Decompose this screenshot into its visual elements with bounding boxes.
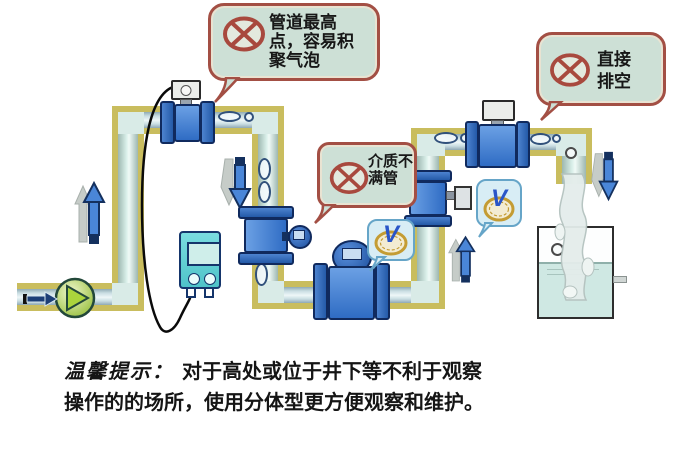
callout-direct-discharge: 直接 排空 (536, 32, 666, 106)
check-wreath-icon (374, 230, 408, 256)
converter-foot (186, 287, 196, 298)
flowmeter3-flange-left (313, 263, 328, 320)
flowmeter2-flange-bottom (238, 252, 294, 265)
flowmeter5-body (478, 124, 517, 168)
flange-bolt (434, 132, 458, 144)
callout-tail (314, 204, 337, 224)
callout-tail (369, 256, 388, 272)
callout-ok-vertical: V (476, 179, 522, 227)
flowmeter3-body (328, 266, 375, 320)
caption-line-2: 操作的的场所，使用分体型更方便观察和维护。 (64, 390, 484, 414)
elbow-bolt (565, 147, 577, 159)
flange-bolt (258, 158, 271, 180)
check-wreath-icon (483, 196, 515, 222)
callout-text: 直接 排空 (597, 49, 657, 93)
up-flow-arrow-icon (447, 235, 477, 287)
callout-tail (214, 77, 241, 103)
converter-screen (187, 242, 221, 266)
flowmeter4-transmitter-box (454, 186, 472, 210)
flowmeter1-flange-left (160, 101, 175, 144)
callout-line: 聚气泡 (269, 51, 320, 70)
callout-highest-point: 管道最高 点，容易积 聚气泡 (208, 3, 380, 81)
flange-bolt (258, 181, 271, 203)
pipe-corner-top-mid (252, 106, 284, 134)
pipe-corner-bottom-left (112, 283, 144, 311)
flowmeter5-flange-left (465, 121, 479, 168)
caption: 温馨提示： 对于高处或位于井下等不利于观察 操作的的场所，使用分体型更方便观察和维… (64, 356, 630, 418)
error-icon (550, 53, 590, 87)
flowmeter2-stem (282, 232, 292, 241)
pipe-left-riser (112, 134, 144, 283)
junction-box-dot (180, 85, 192, 96)
flowmeter1-junction-box (171, 80, 201, 100)
check-icon: V (382, 221, 399, 248)
flowmeter3-flange-right (375, 263, 390, 320)
check-icon: V (490, 185, 507, 212)
callout-line: 直接 (597, 50, 631, 69)
callout-text: 管道最高 点，容易积 聚气泡 (269, 13, 379, 70)
flange-bolt (244, 112, 254, 122)
flange-bolt (552, 134, 561, 143)
flange-bolt (530, 133, 551, 145)
flowmeter1-body (174, 104, 201, 142)
pump-icon (53, 276, 97, 320)
caption-prefix: 温馨提示： (64, 359, 174, 383)
callout-not-full-pipe: 介质不 满管 (317, 142, 417, 208)
pipe-corner-bottom-right (411, 281, 445, 309)
inlet-flow-arrow-icon (22, 291, 58, 307)
error-icon (223, 16, 265, 52)
remote-converter-display (179, 231, 221, 289)
callout-line: 满管 (368, 170, 399, 187)
up-flow-arrow-icon (73, 180, 107, 250)
flowmeter3-screen (342, 248, 362, 260)
water-splash (554, 173, 595, 301)
caption-line-1: 温馨提示： 对于高处或位于井下等不利于观察 (64, 356, 630, 387)
callout-line: 排空 (597, 72, 631, 91)
flowmeter1-flange-right (200, 101, 215, 144)
flowmeter5-flange-right (516, 121, 530, 168)
callout-line: 点，容易积 (269, 32, 354, 51)
error-icon (329, 162, 369, 194)
callout-tail (540, 101, 564, 121)
pipe-corner-bottom-mid (252, 281, 284, 309)
callout-text: 介质不 满管 (368, 153, 418, 187)
down-flow-arrow-icon (219, 155, 253, 211)
callout-line: 管道最高 (269, 13, 337, 32)
callout-tail (478, 222, 495, 238)
flange-bolt (255, 263, 268, 286)
flowmeter5-junction-box (482, 100, 515, 121)
tank-outlet (613, 276, 627, 283)
converter-button (188, 273, 200, 285)
down-flow-arrow-icon (590, 150, 620, 202)
callout-ok-horizontal: V (367, 219, 415, 261)
flowmeter2-screen (293, 230, 305, 240)
flange-bolt (218, 111, 241, 122)
callout-line: 介质不 (368, 153, 414, 170)
pipe-corner-top-left (112, 106, 144, 134)
converter-foot (204, 287, 214, 298)
converter-button (204, 273, 216, 285)
caption-text: 对于高处或位于井下等不利于观察 (182, 359, 482, 383)
